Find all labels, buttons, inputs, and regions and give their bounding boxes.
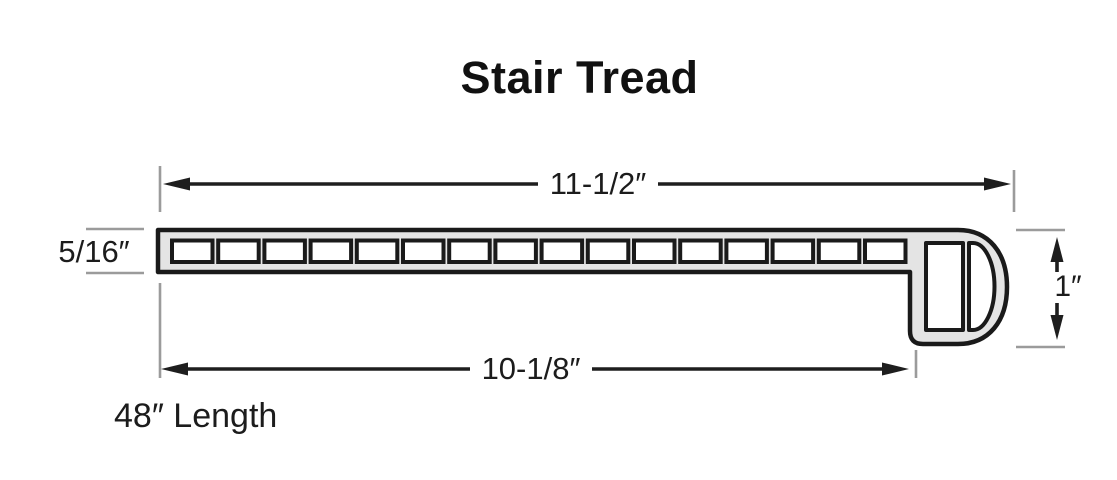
slab-hole	[493, 238, 538, 264]
slab-hole	[724, 238, 769, 264]
slab-hole	[678, 238, 723, 264]
slab-hole	[770, 238, 816, 264]
slab-hole	[447, 238, 492, 264]
arrowhead-right-icon	[984, 177, 1011, 191]
diagram-title: Stair Tread	[460, 52, 699, 103]
dimension-nose-height	[1016, 228, 1065, 349]
nose-bullnose-chamber	[967, 241, 997, 332]
slab-hole	[170, 238, 215, 264]
slab-holes	[170, 238, 908, 264]
arrowhead-left-icon	[163, 177, 190, 191]
dim-label-nose-height: 1″	[1054, 270, 1082, 303]
slab-hole	[539, 238, 585, 264]
dimension-thickness	[86, 227, 144, 275]
dim-label-top-width: 11-1/2″	[549, 166, 647, 201]
slab-hole	[216, 238, 261, 264]
nose-rect-chamber	[924, 241, 965, 332]
dimension-bottom-depth	[158, 283, 918, 378]
slab-hole	[585, 238, 631, 264]
slab-hole	[262, 238, 307, 264]
arrowhead-up-icon	[1050, 237, 1064, 262]
slab-hole	[816, 238, 862, 264]
slab-hole	[354, 238, 400, 264]
dim-label-bottom-depth: 10-1/8″	[481, 351, 581, 386]
arrowhead-left-icon	[161, 362, 188, 376]
dim-label-thickness: 5/16″	[58, 234, 130, 269]
dimension-top-width	[158, 166, 1016, 212]
slab-hole	[401, 238, 446, 264]
arrowhead-right-icon	[882, 362, 909, 376]
slab-hole	[632, 238, 677, 264]
length-note: 48″ Length	[114, 397, 278, 435]
arrowhead-down-icon	[1050, 315, 1064, 340]
slab-hole	[863, 238, 908, 264]
slab-hole	[308, 238, 354, 264]
